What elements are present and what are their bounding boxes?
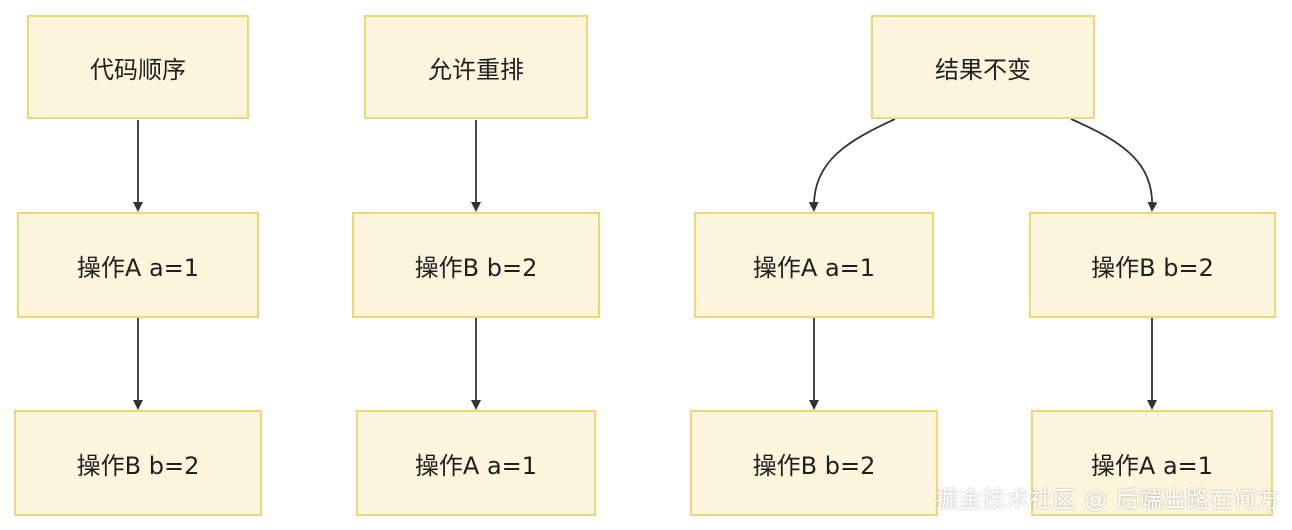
node-reorder-op-a: 操作A a=1 bbox=[356, 410, 596, 516]
node-code-order-header: 代码顺序 bbox=[27, 15, 249, 119]
watermark-text: 掘金技术社区 @ 后端出路在何方 bbox=[935, 487, 1280, 513]
node-result-right-op-a: 操作A a=1 bbox=[1031, 410, 1273, 516]
node-result-left-op-a: 操作A a=1 bbox=[694, 212, 934, 318]
edge-result-to-left bbox=[808, 118, 896, 212]
node-reorder-op-b: 操作B b=2 bbox=[352, 212, 600, 318]
edge-result-to-right bbox=[1070, 118, 1158, 212]
node-code-order-op-a: 操作A a=1 bbox=[17, 212, 259, 318]
node-result-right-op-b: 操作B b=2 bbox=[1029, 212, 1276, 318]
node-result-header: 结果不变 bbox=[871, 15, 1095, 119]
node-result-left-op-b: 操作B b=2 bbox=[690, 410, 938, 516]
node-code-order-op-b: 操作B b=2 bbox=[14, 410, 262, 516]
node-reorder-header: 允许重排 bbox=[364, 15, 588, 119]
